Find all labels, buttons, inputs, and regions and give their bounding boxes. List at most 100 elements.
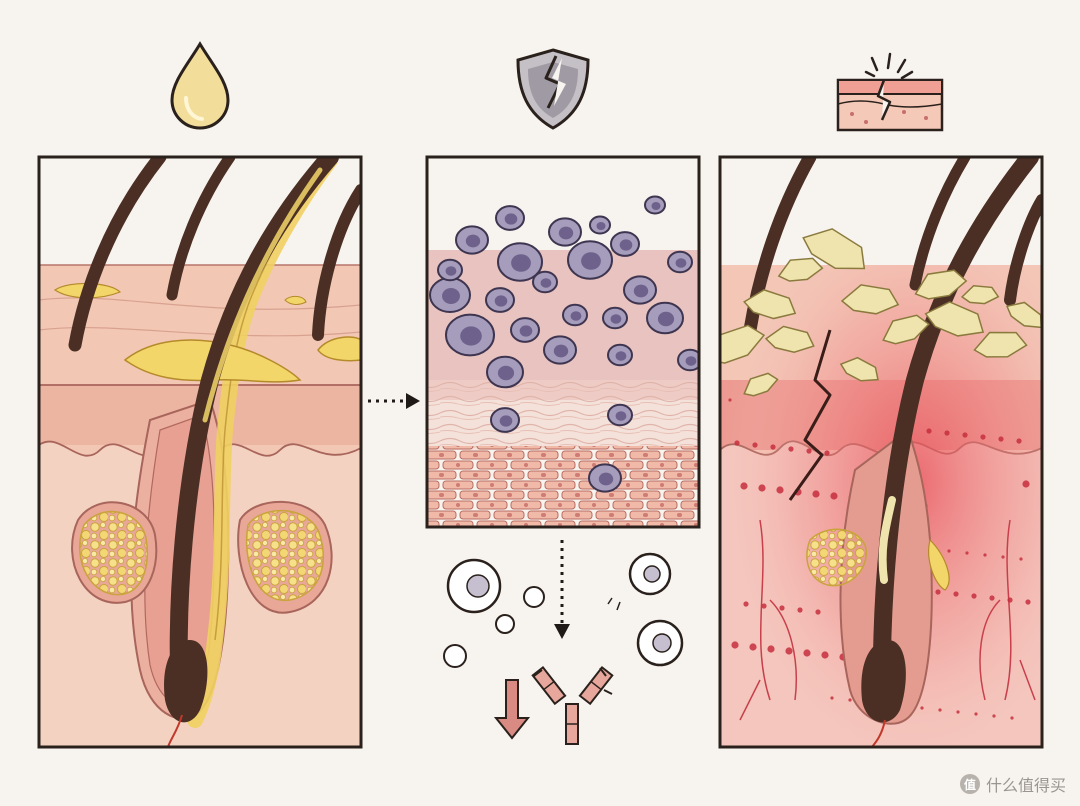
inflammation-dot (770, 444, 776, 450)
sebaceous-gland-left (71, 501, 158, 604)
inflammation-dot (779, 605, 785, 611)
watermark: 值 什么值得买 (959, 772, 1066, 796)
inflammation-dot (767, 645, 775, 653)
keratinocyte-cell (610, 231, 640, 257)
inflammation-dot (824, 450, 830, 456)
inflammation-dot (980, 434, 986, 440)
inflammation-dot (971, 593, 977, 599)
scale-flake (802, 228, 866, 270)
inflammation-dot (926, 428, 932, 434)
inflammation-dot (989, 595, 995, 601)
inflammation-dot (743, 601, 749, 607)
keratinocyte-cell (644, 195, 666, 215)
inflammation-dot (944, 430, 950, 436)
watermark-text: 什么值得买 (985, 776, 1066, 795)
keratinocyte-cell (485, 287, 515, 313)
scale-flake (960, 284, 1000, 305)
inflammation-dot (938, 708, 942, 712)
broken-antibody-icon (531, 665, 614, 745)
keratinocyte-cell (602, 306, 628, 330)
scale-flake (777, 257, 824, 282)
keratinocyte-cell (677, 348, 699, 372)
keratinocyte-cell (667, 250, 693, 274)
inflammation-dot (785, 647, 793, 655)
keratinocyte-cell (429, 277, 471, 313)
inflammation-dot (815, 609, 821, 615)
keratinocyte-cell (455, 225, 489, 255)
scale-flake (924, 301, 985, 337)
inflammation-dot (812, 490, 820, 498)
keratinocyte-cell (486, 355, 524, 389)
inflammation-dot (797, 607, 803, 613)
scale-flake (764, 325, 815, 354)
keratinocyte-cell (607, 403, 633, 427)
keratinocyte-cell (567, 240, 613, 280)
inflammation-dot (830, 696, 834, 700)
keratinocyte-cell (588, 463, 622, 493)
keratinocyte-cell (532, 270, 558, 294)
keratinocyte-cell (607, 343, 633, 367)
scale-flake (839, 356, 879, 382)
keratinocyte-cell (445, 313, 495, 357)
inflammation-dot (734, 440, 740, 446)
keratinocyte-cell (437, 258, 463, 282)
scale-flake (743, 289, 797, 320)
inflammation-dot (983, 553, 987, 557)
inflammation-dot (848, 698, 852, 702)
inflammation-dot (992, 714, 996, 718)
inflammation-dot (749, 643, 757, 651)
decrease-arrow-icon (493, 679, 531, 740)
keratinocyte-cell (490, 407, 520, 433)
inflammation-dot (998, 436, 1004, 442)
inflammation-dot (1016, 438, 1022, 444)
keratinocyte-cell (495, 205, 525, 231)
broken-shield-icon (516, 48, 590, 130)
inflammation-dot (965, 551, 969, 555)
inflammation-dot (920, 706, 924, 710)
keratinocyte-cell (589, 215, 611, 235)
inflammation-dot (953, 591, 959, 597)
panel-barrier-damage (718, 155, 1044, 749)
arrow-down (554, 540, 570, 639)
inflammation-dot (1025, 599, 1031, 605)
watermark-badge-icon: 值 (959, 774, 980, 794)
inflammation-dot (728, 398, 732, 402)
inflammation-dot (935, 589, 941, 595)
keratinocyte-cell (646, 301, 684, 335)
inflammation-dot (752, 442, 758, 448)
inflammation-dot (806, 448, 812, 454)
inflammation-dot (761, 603, 767, 609)
keratinocyte-cell (623, 275, 657, 305)
panel-keratinization (425, 155, 701, 529)
keratinocyte-cell (548, 217, 582, 247)
sebaceous-gland-right (237, 500, 333, 614)
scale-flake (840, 284, 900, 315)
oil-drop-icon (170, 41, 230, 130)
scale-flake (973, 331, 1028, 358)
inflammation-dot (947, 549, 951, 553)
scale-flake (914, 269, 968, 300)
inflammation-dot (956, 710, 960, 714)
inflammation-dot (1001, 555, 1005, 559)
keratinocyte-cell (562, 303, 588, 327)
inflammation-dot (974, 712, 978, 716)
inflammation-dot (740, 482, 748, 490)
scale-flake (743, 372, 779, 397)
corneocyte-cluster (429, 195, 699, 493)
inflammation-dot (1019, 557, 1023, 561)
keratinocyte-cell (497, 242, 543, 282)
inflammation-dot (731, 641, 739, 649)
inflammation-dot (1010, 716, 1014, 720)
inflammation-dot (788, 446, 794, 452)
scale-flake (720, 324, 766, 364)
inflammation-dot (821, 651, 829, 659)
inflammation-dot (1007, 597, 1013, 603)
panel-sebum (37, 155, 363, 749)
cracked-skin-icon (836, 52, 944, 132)
inflammation-dot (758, 484, 766, 492)
keratinocyte-cell (510, 317, 540, 343)
inflammation-dot (830, 492, 838, 500)
scale-flake (882, 314, 930, 345)
inflammation-dot (1022, 480, 1030, 488)
